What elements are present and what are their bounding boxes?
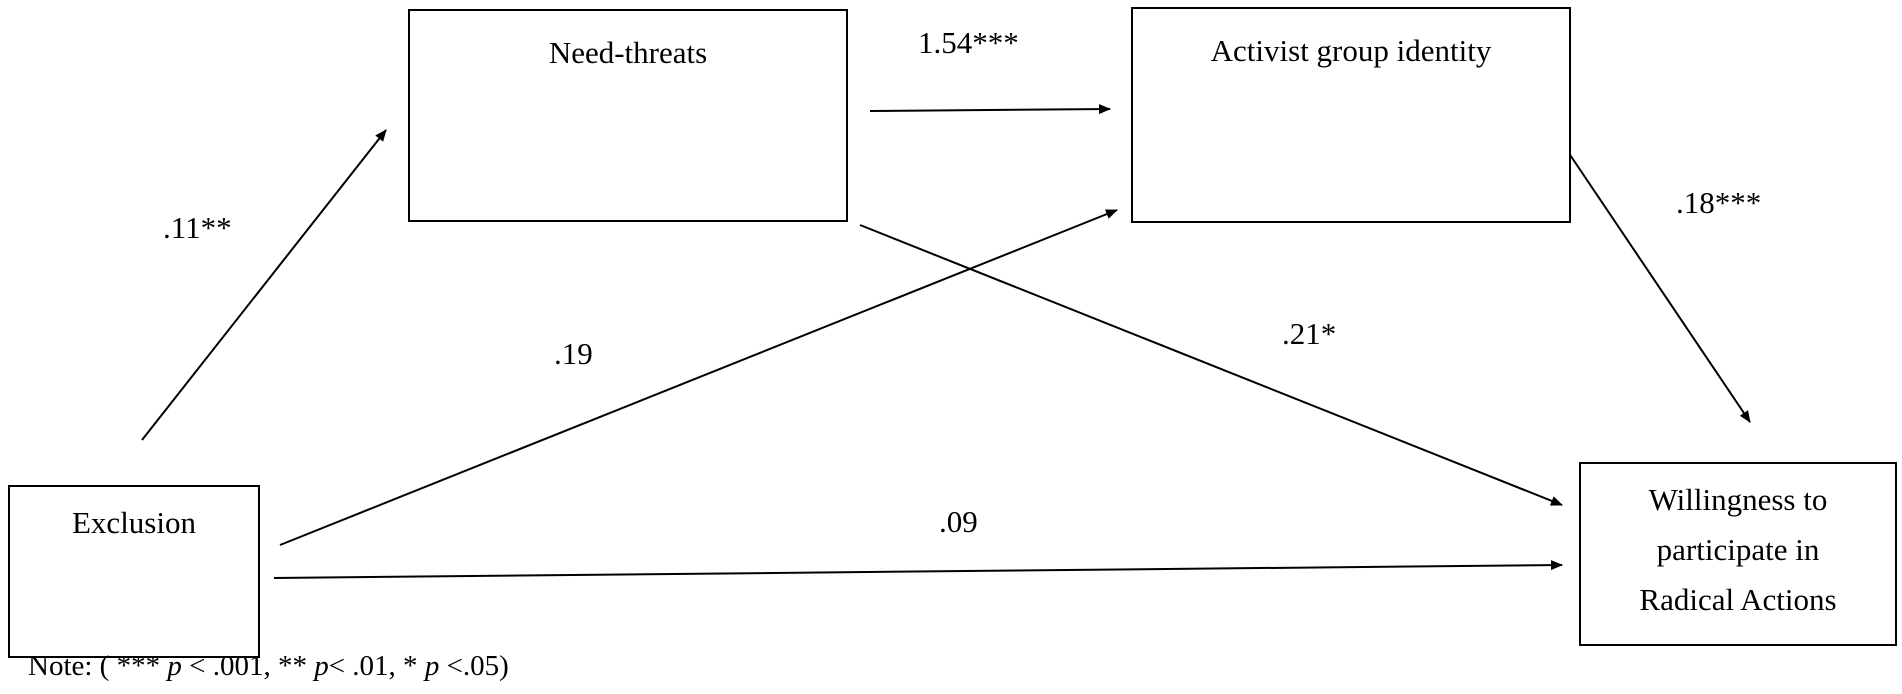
- arrow-need-threats-to-activist-identity: [869, 104, 1111, 115]
- coef-activist-identity-to-willingness: .18***: [1676, 185, 1762, 220]
- coef-exclusion-to-need-threats: .11**: [163, 210, 232, 245]
- note-p-3: p: [424, 650, 440, 682]
- note-threshold-3: <.05): [439, 650, 509, 682]
- willingness-label-line-2: participate in: [1656, 532, 1820, 567]
- significance-note: Note: ( *** p < .001, ** p< .01, * p <.0…: [28, 648, 509, 684]
- activist-identity-label: Activist group identity: [1210, 33, 1492, 68]
- note-threshold-1: < .001, **: [181, 650, 307, 682]
- arrow-exclusion-to-activist-identity: [279, 209, 1118, 546]
- exclusion-label: Exclusion: [72, 505, 196, 540]
- node-exclusion: Exclusion: [8, 485, 260, 658]
- willingness-label-line-3: Radical Actions: [1639, 582, 1837, 617]
- coef-exclusion-to-willingness: .09: [939, 504, 978, 539]
- node-need-threats: Need-threats: [408, 9, 848, 222]
- node-activist-group-identity: Activist group identity: [1131, 7, 1571, 223]
- arrow-exclusion-to-willingness: [273, 560, 1563, 579]
- arrow-exclusion-to-need-threats: [141, 129, 387, 441]
- note-p-2: p: [314, 650, 329, 682]
- coef-need-threats-to-activist-identity: 1.54***: [918, 25, 1019, 60]
- coef-exclusion-to-activist-identity: .19: [554, 336, 593, 371]
- arrow-activist-identity-to-willingness: [1557, 136, 1751, 423]
- coef-need-threats-to-willingness: .21*: [1282, 316, 1337, 351]
- note-threshold-2: < .01, *: [328, 650, 418, 682]
- arrow-need-threats-to-willingness: [859, 224, 1563, 506]
- note-p-1: p: [167, 650, 182, 682]
- node-willingness: Willingness to participate in Radical Ac…: [1579, 462, 1897, 646]
- need-threats-label: Need-threats: [548, 35, 708, 70]
- willingness-label-line-1: Willingness to: [1648, 482, 1828, 517]
- note-prefix: Note: ( ***: [28, 650, 161, 682]
